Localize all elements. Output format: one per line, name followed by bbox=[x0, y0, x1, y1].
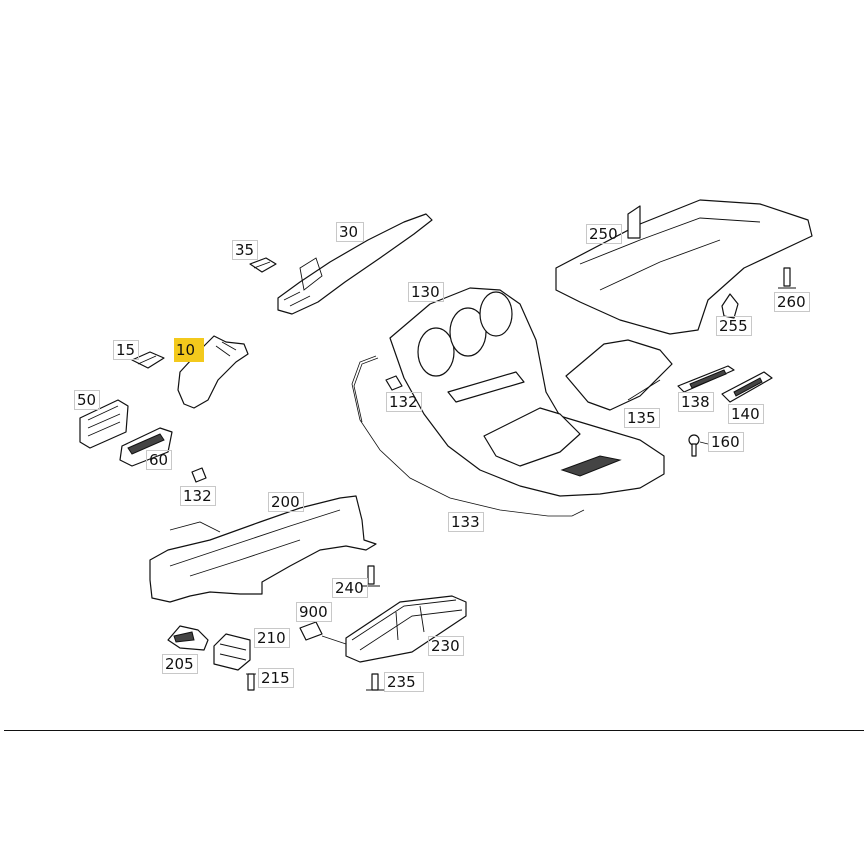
part-135-mat bbox=[565, 339, 673, 411]
part-50-air-vent bbox=[79, 399, 129, 449]
part-240-screw bbox=[362, 565, 380, 587]
label-235[interactable]: 235 bbox=[384, 672, 424, 692]
part-205-connector bbox=[167, 625, 209, 651]
part-250-tray bbox=[555, 199, 813, 335]
part-160-screw bbox=[688, 434, 709, 457]
label-200[interactable]: 200 bbox=[268, 492, 304, 512]
label-160[interactable]: 160 bbox=[708, 432, 744, 452]
label-60[interactable]: 60 bbox=[146, 450, 172, 470]
label-132-left[interactable]: 132 bbox=[180, 486, 216, 506]
label-215[interactable]: 215 bbox=[258, 668, 294, 688]
part-133-cable bbox=[351, 355, 585, 517]
label-132-right[interactable]: 132 bbox=[386, 392, 422, 412]
label-140[interactable]: 140 bbox=[728, 404, 764, 424]
part-138-emblem bbox=[677, 365, 735, 393]
part-255-clip bbox=[721, 293, 739, 319]
label-240[interactable]: 240 bbox=[332, 578, 368, 598]
part-60-switch-panel bbox=[119, 427, 173, 467]
part-235-screw bbox=[366, 673, 384, 691]
part-132-cap bbox=[191, 467, 207, 483]
label-138[interactable]: 138 bbox=[678, 392, 714, 412]
part-15-pad bbox=[131, 351, 165, 369]
part-10-side-trim bbox=[177, 335, 249, 409]
label-15[interactable]: 15 bbox=[113, 340, 139, 360]
label-900[interactable]: 900 bbox=[296, 602, 332, 622]
label-30[interactable]: 30 bbox=[336, 222, 364, 242]
label-50[interactable]: 50 bbox=[74, 390, 100, 410]
part-215-screw bbox=[246, 673, 256, 691]
label-133[interactable]: 133 bbox=[448, 512, 484, 532]
part-140-badge bbox=[721, 371, 773, 403]
label-260[interactable]: 260 bbox=[774, 292, 810, 312]
label-10[interactable]: 10 bbox=[174, 338, 204, 362]
part-210-module bbox=[213, 633, 251, 671]
label-230[interactable]: 230 bbox=[428, 636, 464, 656]
part-132-cap-right bbox=[385, 375, 403, 391]
part-260-screw bbox=[778, 267, 796, 289]
label-210[interactable]: 210 bbox=[254, 628, 290, 648]
divider-line bbox=[4, 730, 864, 731]
part-230-control-unit bbox=[345, 595, 467, 663]
part-130-console-trim bbox=[389, 287, 665, 497]
label-205[interactable]: 205 bbox=[162, 654, 198, 674]
label-130[interactable]: 130 bbox=[408, 282, 444, 302]
label-35[interactable]: 35 bbox=[232, 240, 258, 260]
part-35-clip bbox=[249, 257, 277, 273]
part-900-sticker bbox=[299, 621, 347, 645]
part-200-bracket bbox=[149, 495, 377, 603]
label-135[interactable]: 135 bbox=[624, 408, 660, 428]
label-250[interactable]: 250 bbox=[586, 224, 622, 244]
part-30-trim-strip bbox=[277, 213, 433, 315]
label-255[interactable]: 255 bbox=[716, 316, 752, 336]
